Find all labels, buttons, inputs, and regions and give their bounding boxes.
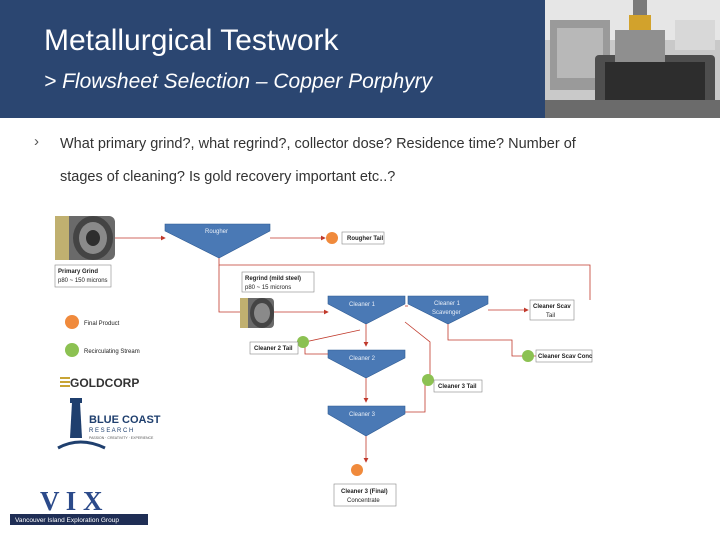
bullet-line-1: What primary grind?, what regrind?, coll… xyxy=(60,136,576,152)
cleaner-1-label: Cleaner 1 xyxy=(349,302,376,308)
final-conc-label-b: Concentrate xyxy=(347,498,380,504)
cleaner-1-scavenger-cell xyxy=(407,295,489,325)
rougher-tail-final-dot xyxy=(326,232,338,244)
legend-final-product-label: Final Product xyxy=(84,321,120,327)
bullet-text: What primary grind?, what regrind?, coll… xyxy=(60,128,700,194)
cleaner-2-tail-recirc-dot xyxy=(297,336,309,348)
bluecoast-logo: BLUE COAST R E S E A R C H PASSION · CRE… xyxy=(57,398,161,450)
final-conc-label-a: Cleaner 3 (Final) xyxy=(341,489,388,495)
flotation-cell-photo-image xyxy=(545,0,720,118)
bullet-line-2: stages of cleaning? Is gold recovery imp… xyxy=(60,169,396,185)
vix-wordmark: V I X xyxy=(40,486,103,516)
cleaner-3-tail-line xyxy=(404,321,431,413)
rougher-tail-box xyxy=(341,231,385,245)
legend-recirc-dot xyxy=(65,343,79,357)
slide-title: Metallurgical Testwork xyxy=(44,24,339,57)
slide-subtitle: > Flowsheet Selection – Copper Porphyry xyxy=(44,70,433,93)
header-banner xyxy=(0,0,545,118)
cleaner-2-cell xyxy=(327,349,406,379)
vix-logo: V I X Vancouver Island Exploration Group xyxy=(10,481,148,525)
vix-subtitle: Vancouver Island Exploration Group xyxy=(15,517,119,524)
bluecoast-research: R E S E A R C H xyxy=(89,428,133,434)
rougher-cell xyxy=(164,223,271,259)
lab-photo xyxy=(545,0,720,118)
cleaner-1-scavenger-label-b: Scavenger xyxy=(432,310,461,316)
legend-recirc-label: Recirculating Stream xyxy=(84,349,140,355)
bluecoast-tagline: PASSION · CREATIVITY · EXPERIENCE xyxy=(89,436,154,440)
goldcorp-wordmark: GOLDCORP xyxy=(70,376,139,390)
scav-tail-label-b: Tail xyxy=(546,313,555,319)
regrind-mill-icon xyxy=(240,298,274,328)
scav-conc-box xyxy=(535,349,593,363)
scav-tail-box xyxy=(529,299,575,321)
primary-grind-mill-icon xyxy=(55,216,115,260)
cleaner-3-cell xyxy=(327,405,406,437)
cleaner-3-label: Cleaner 3 xyxy=(349,412,376,418)
cleaner-2-label: Cleaner 2 xyxy=(349,356,376,362)
bluecoast-wordmark: BLUE COAST xyxy=(89,414,161,426)
scav-conc-line xyxy=(447,324,536,357)
primary-grind-label-box xyxy=(54,264,112,288)
cleaner-2-tail-label: Cleaner 2 Tail xyxy=(254,346,293,352)
final-conc-box xyxy=(333,483,397,507)
regrind-size: p80 ~ 15 microns xyxy=(245,285,291,291)
cleaner-3-tail-recirc-dot xyxy=(422,374,434,386)
rougher-label: Rougher xyxy=(205,229,228,235)
cleaner-1-scavenger-label-a: Cleaner 1 xyxy=(434,301,461,307)
scav-tail-label-a: Cleaner Scav xyxy=(533,304,571,310)
rougher-tail-label: Rougher Tail xyxy=(347,236,384,242)
cleaner-3-tail-label: Cleaner 3 Tail xyxy=(438,384,477,390)
cleaner-1-cell xyxy=(327,295,406,325)
final-conc-dot xyxy=(351,464,363,476)
primary-grind-title: Primary Grind xyxy=(58,269,98,275)
legend-final-product-dot xyxy=(65,315,79,329)
cleaner-2-tail-box xyxy=(249,341,299,355)
recirc-line-top xyxy=(218,258,591,300)
regrind-label-box xyxy=(241,271,315,293)
rougher-conc-line xyxy=(218,265,240,313)
goldcorp-logo: GOLDCORP xyxy=(60,376,139,390)
scav-conc-recirc-dot xyxy=(522,350,534,362)
bullet-marker: › xyxy=(34,133,39,150)
regrind-title: Regrind (mild steel) xyxy=(245,276,301,282)
scav-conc-label: Cleaner Scav Conc xyxy=(538,354,593,360)
primary-grind-size: p80 ~ 150 microns xyxy=(58,278,108,284)
cleaner-3-tail-box xyxy=(433,379,483,393)
cleaner-2-tail-line xyxy=(304,329,361,355)
